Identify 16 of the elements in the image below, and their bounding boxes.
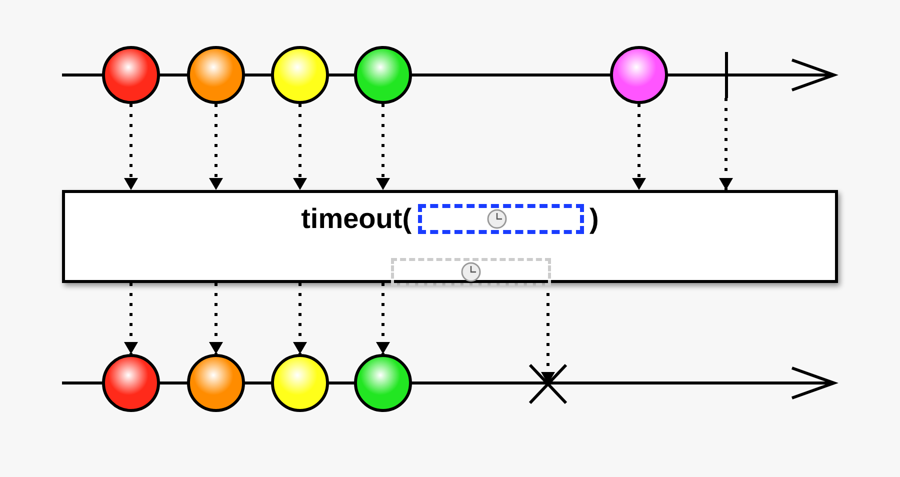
arrow [376, 104, 390, 190]
arrow [209, 283, 223, 354]
timeout-duration-box [391, 258, 551, 286]
arrow [209, 104, 223, 190]
arrow [376, 283, 390, 354]
arrow [293, 104, 307, 190]
arrow [632, 104, 646, 190]
arrow [124, 104, 138, 190]
completion-mark [725, 52, 728, 98]
operator-name: ) [590, 203, 599, 235]
operator-box [62, 190, 838, 283]
operator-name: timeout( [301, 203, 412, 235]
arrow [719, 98, 733, 190]
arrow [124, 283, 138, 354]
error-mark [528, 363, 568, 405]
arrow [293, 283, 307, 354]
